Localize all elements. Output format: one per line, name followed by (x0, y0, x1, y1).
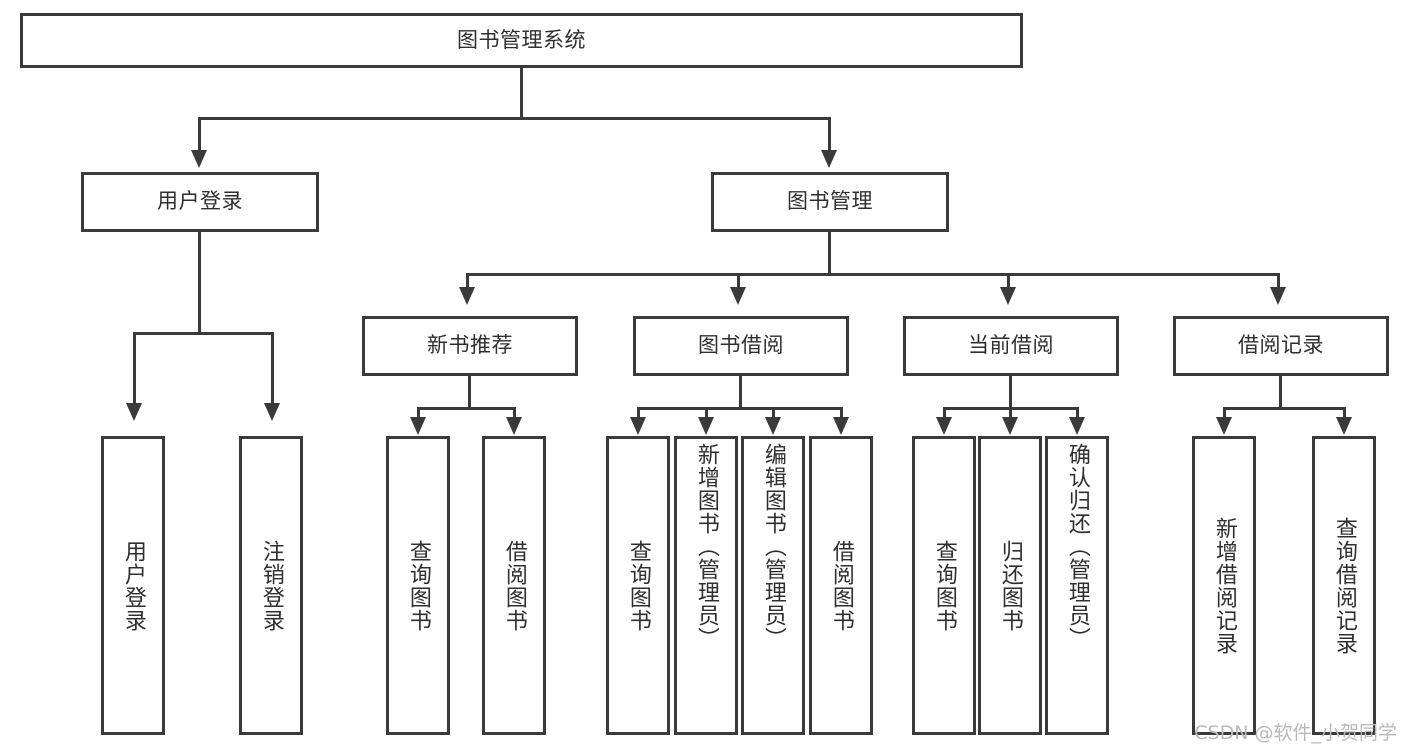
connector-borrow-record-stem (1279, 376, 1282, 410)
leaf-current-borrow-query-book[interactable]: 查询图书 (912, 436, 976, 735)
leaf-current-borrow-confirm-return-label: 确认归还（管理员） (1064, 443, 1090, 650)
connector-root-bus (198, 117, 831, 120)
arrowhead-book-manage (821, 150, 837, 168)
leaf-book-borrow-query-book[interactable]: 查询图书 (606, 436, 670, 735)
leaf-book-borrow-borrow-book[interactable]: 借阅图书 (809, 436, 873, 735)
arrowhead-leaf-current-borrow-3 (1069, 417, 1085, 435)
arrowhead-l2-current-borrow (1000, 287, 1016, 305)
arrowhead-leaf-user-login-1 (126, 403, 142, 421)
arrowhead-user-login (191, 150, 207, 168)
connector-root-stem (520, 68, 523, 117)
arrowhead-leaf-current-borrow-1 (936, 417, 952, 435)
connector-new-book-stem (468, 376, 471, 410)
leaf-user-login-user-login[interactable]: 用户登录 (101, 436, 165, 735)
node-user-login-label: 用户登录 (157, 189, 243, 214)
arrowhead-leaf-new-book-1 (410, 417, 426, 435)
node-root-system[interactable]: 图书管理系统 (20, 13, 1023, 68)
leaf-borrow-record-add-record-label: 新增借阅记录 (1211, 516, 1237, 655)
connector-book-borrow-to-leaf-1 (637, 407, 640, 419)
arrowhead-l2-borrow-record (1270, 287, 1286, 305)
leaf-user-login-user-login-label: 用户登录 (120, 539, 146, 632)
connector-user-login-stem (198, 232, 201, 335)
leaf-new-book-query-book-label: 查询图书 (405, 539, 431, 632)
connector-book-borrow-to-leaf-4 (840, 407, 843, 419)
connector-user-login-to-leaf-1 (133, 332, 136, 404)
leaf-new-book-borrow-book-label: 借阅图书 (501, 539, 527, 632)
leaf-user-login-logout-label: 注销登录 (258, 539, 284, 632)
connector-root-to-book-manage (828, 117, 831, 151)
node-current-borrow-label: 当前借阅 (968, 333, 1054, 358)
connector-book-manage-bus (466, 273, 1280, 276)
connector-user-login-to-leaf-2 (271, 332, 274, 404)
arrowhead-leaf-book-borrow-2 (698, 417, 714, 435)
connector-book-borrow-bus (637, 407, 841, 410)
connector-new-book-to-leaf-1 (417, 407, 420, 419)
leaf-borrow-record-add-record[interactable]: 新增借阅记录 (1192, 436, 1256, 735)
leaf-current-borrow-return-book[interactable]: 归还图书 (978, 436, 1042, 735)
node-user-login[interactable]: 用户登录 (81, 172, 319, 232)
connector-current-borrow-stem (1009, 376, 1012, 410)
arrowhead-leaf-book-borrow-4 (833, 417, 849, 435)
leaf-book-borrow-edit-book[interactable]: 编辑图书（管理员） (741, 436, 805, 735)
connector-new-book-to-leaf-2 (513, 407, 516, 419)
arrowhead-leaf-current-borrow-2 (1002, 417, 1018, 435)
arrowhead-leaf-borrow-record-1 (1216, 417, 1232, 435)
leaf-new-book-borrow-book[interactable]: 借阅图书 (482, 436, 546, 735)
node-current-borrow[interactable]: 当前借阅 (903, 316, 1119, 376)
connector-user-login-bus (133, 332, 274, 335)
connector-root-to-user-login (198, 117, 201, 151)
leaf-user-login-logout[interactable]: 注销登录 (239, 436, 303, 735)
arrowhead-l2-book-borrow (730, 287, 746, 305)
arrowhead-l2-new-book (459, 287, 475, 305)
leaf-borrow-record-query-record-label: 查询借阅记录 (1331, 516, 1357, 655)
connector-book-borrow-stem (739, 376, 742, 410)
connector-book-manage-stem (828, 232, 831, 275)
connector-book-borrow-to-leaf-3 (772, 407, 775, 419)
node-root-system-label: 图书管理系统 (457, 27, 586, 52)
leaf-book-borrow-borrow-book-label: 借阅图书 (828, 539, 854, 632)
connector-current-borrow-to-leaf-1 (943, 407, 946, 419)
node-new-book-recommend-label: 新书推荐 (427, 333, 513, 358)
leaf-current-borrow-return-book-label: 归还图书 (997, 539, 1023, 632)
connector-borrow-record-bus (1223, 407, 1343, 410)
connector-book-borrow-to-leaf-2 (705, 407, 708, 419)
leaf-book-borrow-query-book-label: 查询图书 (625, 539, 651, 632)
arrowhead-leaf-user-login-2 (264, 403, 280, 421)
node-new-book-recommend[interactable]: 新书推荐 (362, 316, 578, 376)
node-borrow-record[interactable]: 借阅记录 (1173, 316, 1389, 376)
connector-new-book-bus (417, 407, 516, 410)
arrowhead-leaf-book-borrow-3 (765, 417, 781, 435)
connector-borrow-record-to-leaf-1 (1223, 407, 1226, 419)
leaf-borrow-record-query-record[interactable]: 查询借阅记录 (1312, 436, 1376, 735)
leaf-new-book-query-book[interactable]: 查询图书 (386, 436, 450, 735)
connector-borrow-record-to-leaf-2 (1343, 407, 1346, 419)
node-book-manage[interactable]: 图书管理 (711, 172, 949, 232)
leaf-current-borrow-query-book-label: 查询图书 (931, 539, 957, 632)
csdn-watermark: CSDN @软件_小贺同学 (1194, 722, 1397, 744)
node-book-manage-label: 图书管理 (787, 189, 873, 214)
arrowhead-leaf-borrow-record-2 (1336, 417, 1352, 435)
node-borrow-record-label: 借阅记录 (1238, 333, 1324, 358)
connector-current-borrow-to-leaf-2 (1009, 407, 1012, 419)
leaf-current-borrow-confirm-return[interactable]: 确认归还（管理员） (1045, 436, 1109, 735)
arrowhead-leaf-new-book-2 (506, 417, 522, 435)
node-book-borrow-label: 图书借阅 (698, 333, 784, 358)
leaf-book-borrow-add-book-label: 新增图书（管理员） (693, 443, 719, 650)
arrowhead-leaf-book-borrow-1 (630, 417, 646, 435)
leaf-book-borrow-add-book[interactable]: 新增图书（管理员） (674, 436, 738, 735)
connector-current-borrow-to-leaf-3 (1076, 407, 1079, 419)
leaf-book-borrow-edit-book-label: 编辑图书（管理员） (760, 443, 786, 650)
node-book-borrow[interactable]: 图书借阅 (633, 316, 849, 376)
